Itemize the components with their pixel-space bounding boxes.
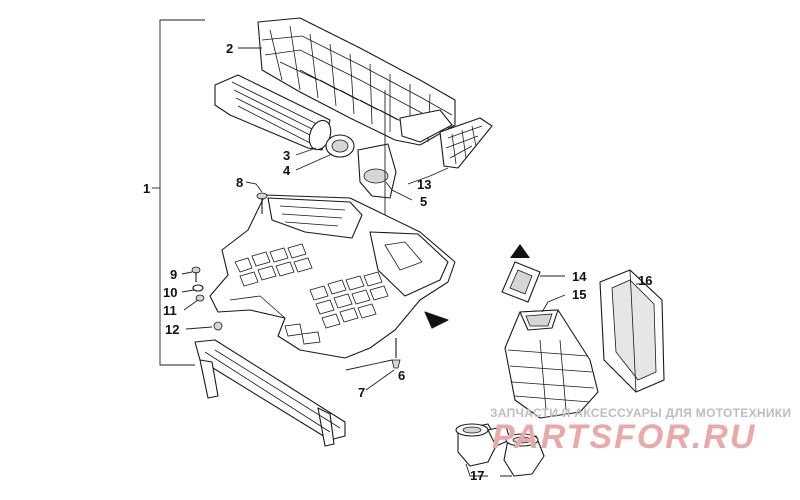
filter-housing: [504, 294, 599, 419]
callout-15: 15: [572, 287, 586, 302]
callout-2: 2: [226, 41, 233, 56]
callout-3: 3: [283, 148, 290, 163]
callout-9: 9: [170, 267, 177, 282]
callout-4: 4: [283, 163, 291, 178]
intake-tube: [214, 74, 332, 156]
callout-6: 6: [398, 368, 405, 383]
assembly-bracket: [152, 19, 205, 366]
intake-boot-left: [455, 423, 511, 467]
callout-7: 7: [358, 385, 365, 400]
elbow-boot: [357, 143, 413, 201]
callout-17: 17: [470, 468, 484, 483]
watermark-brand: PARTSFOR.RU: [492, 418, 756, 456]
callout-12: 12: [165, 322, 179, 337]
intake-screen: [407, 117, 493, 185]
filter-element: [599, 269, 665, 393]
top-bolt: [245, 181, 268, 214]
callout-1: 1: [143, 181, 150, 196]
callout-11: 11: [163, 303, 177, 318]
inlet-seal: [501, 244, 565, 303]
callout-13: 13: [417, 177, 431, 192]
callout-14: 14: [572, 269, 587, 284]
watermark-caption: ЗАПЧАСТИ И АКСЕССУАРЫ ДЛЯ МОТОТЕХНИКИ: [490, 406, 791, 420]
hardware-stack: [181, 266, 223, 331]
intake-boot-right: [503, 433, 545, 477]
coupler-ring: [295, 134, 355, 171]
callout-10: 10: [163, 285, 177, 300]
frame-rail: [194, 339, 346, 447]
callout-5: 5: [420, 194, 427, 209]
air-box-cover: [238, 17, 456, 146]
bottom-screw: [365, 338, 401, 391]
air-box-base: [209, 194, 456, 371]
callout-17-leader: [465, 463, 512, 477]
callout-8: 8: [236, 175, 243, 190]
callout-16: 16: [638, 273, 652, 288]
